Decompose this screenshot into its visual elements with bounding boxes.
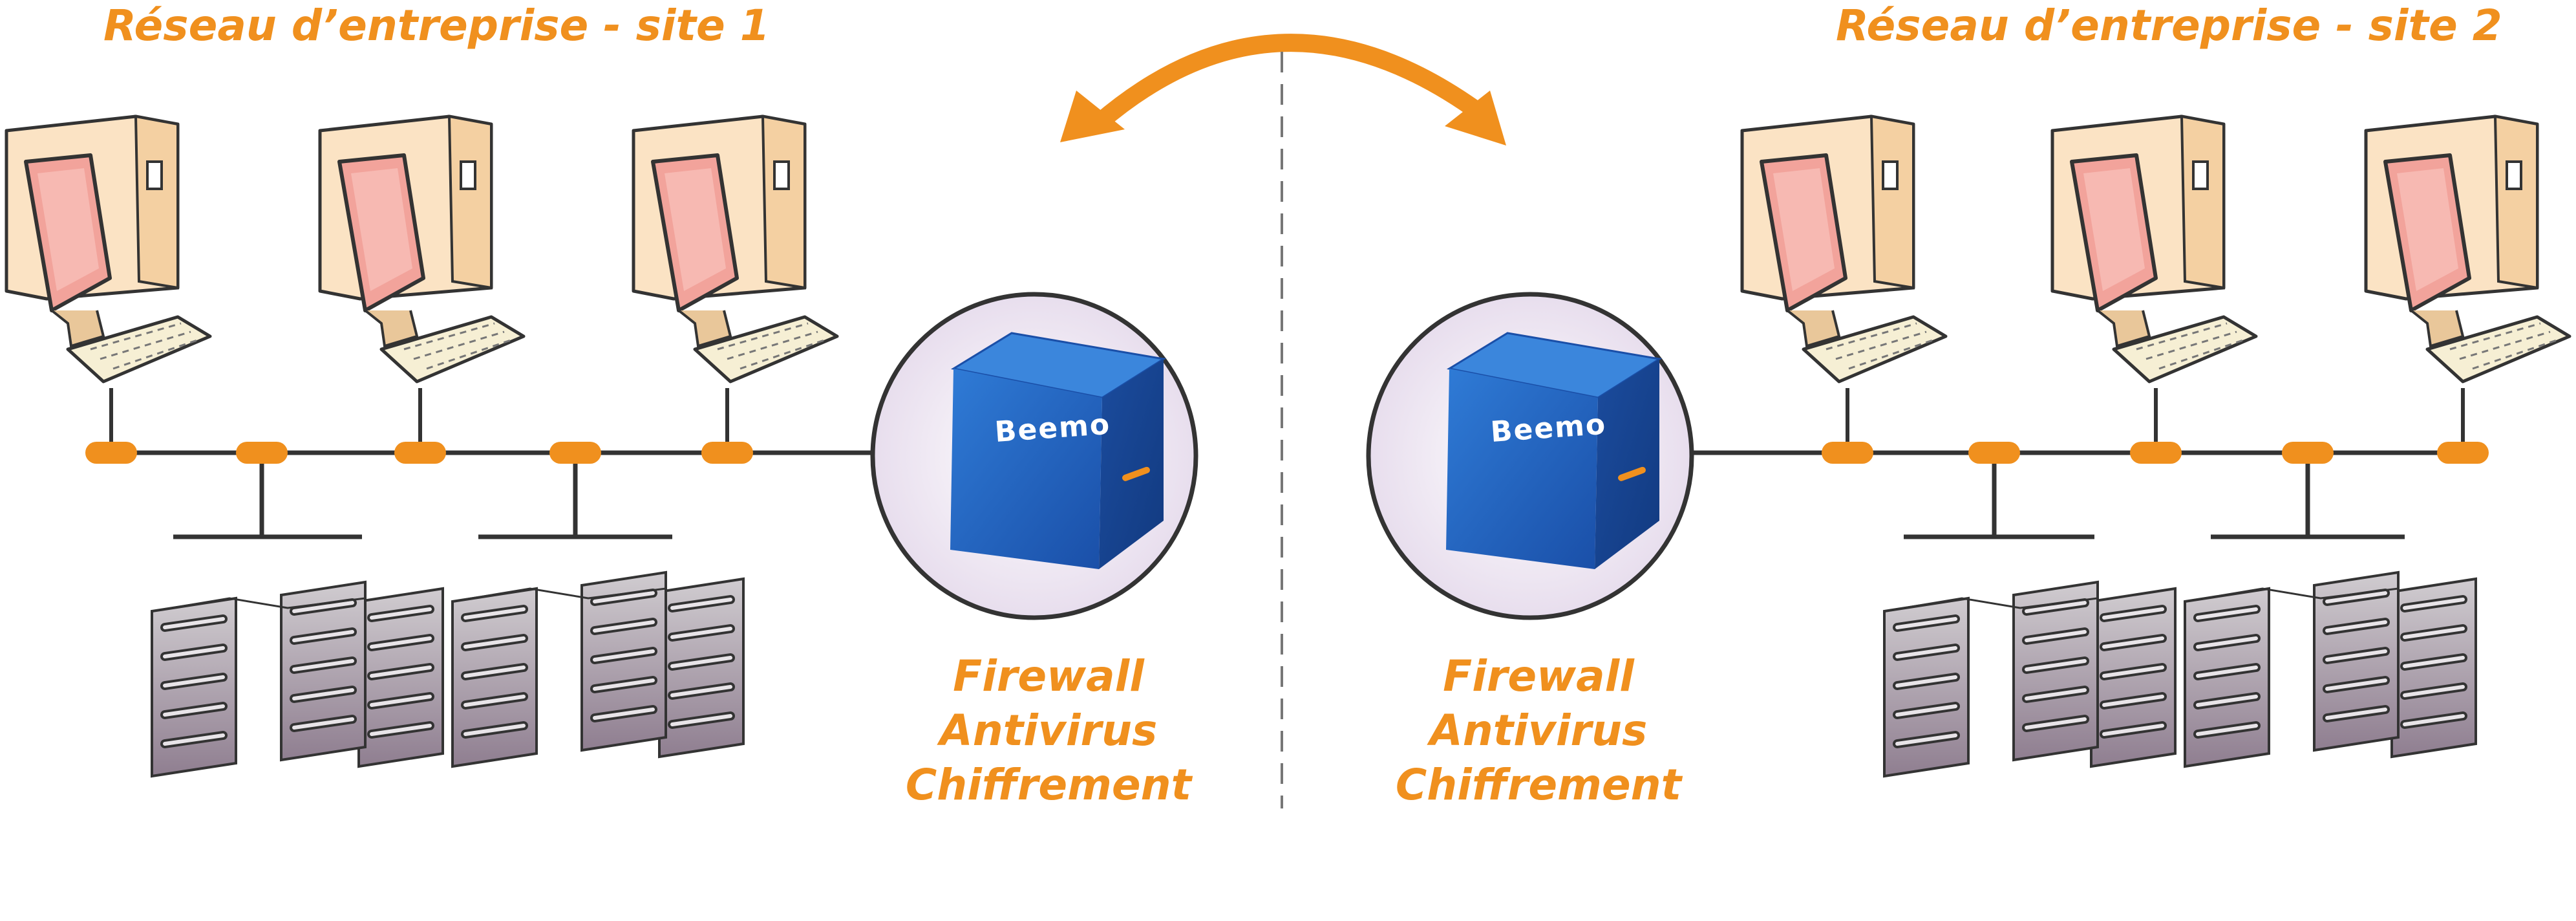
server-rack-icon bbox=[2185, 572, 2476, 766]
server-rack-icon bbox=[1884, 582, 2175, 776]
server-rack-icon bbox=[152, 582, 443, 776]
appliance-1-feature-chiffrement: Chiffrement bbox=[906, 760, 1193, 810]
backup-box-icon: Beemo bbox=[1366, 292, 1694, 620]
sync-arrow-icon bbox=[1060, 34, 1506, 146]
appliance-2-feature-antivirus: Antivirus bbox=[1427, 706, 1648, 755]
site-2-network bbox=[1694, 388, 2489, 539]
backup-box-icon: Beemo bbox=[870, 292, 1198, 620]
site-2-title: Réseau d’entreprise - site 2 bbox=[1836, 1, 2502, 50]
appliance-1-brand: Beemo bbox=[994, 408, 1111, 449]
computer-icon bbox=[6, 116, 210, 382]
computer-icon bbox=[2366, 116, 2570, 382]
appliance-2-brand: Beemo bbox=[1489, 408, 1607, 449]
appliance-2-feature-chiffrement: Chiffrement bbox=[1396, 760, 1683, 810]
site-1-network bbox=[85, 388, 873, 539]
computer-icon bbox=[320, 116, 524, 382]
server-rack-icon bbox=[452, 572, 743, 766]
computer-icon bbox=[1742, 116, 1946, 382]
appliance-2-feature-firewall: Firewall bbox=[1443, 651, 1635, 701]
appliance-1-feature-firewall: Firewall bbox=[953, 651, 1145, 701]
appliance-1-feature-antivirus: Antivirus bbox=[937, 706, 1158, 755]
computer-icon bbox=[633, 116, 837, 382]
site-1-title: Réseau d’entreprise - site 1 bbox=[103, 1, 770, 50]
computer-icon bbox=[2052, 116, 2256, 382]
